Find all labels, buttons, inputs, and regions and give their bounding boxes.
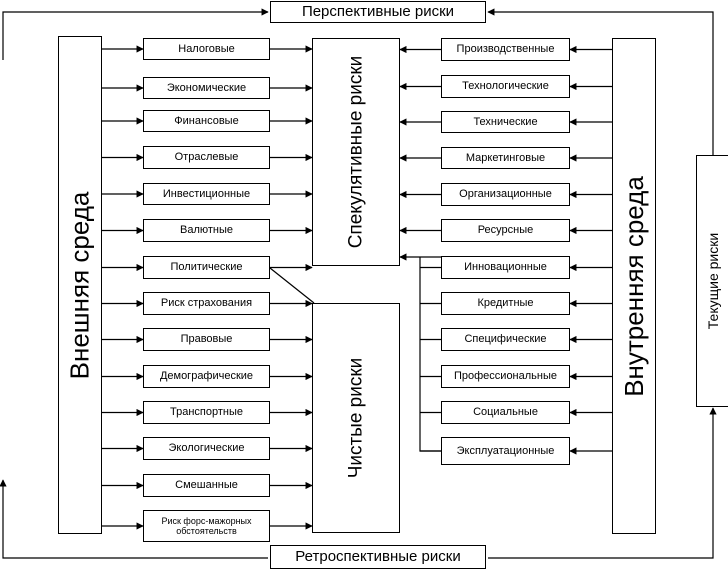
outer-loop-bottom-right [488,407,717,559]
internal-risk-item: Специфические [441,328,570,351]
internal-risk-item: Организационные [441,183,570,206]
speculative-risks-label: Спекулятивные риски [345,55,367,249]
external-risk-item: Инвестиционные [143,183,270,205]
external-arrows [102,45,313,530]
internal-risk-item: Производственные [441,38,570,61]
speculative-risks-box: Спекулятивные риски [312,38,400,266]
pure-risks-box: Чистые риски [312,303,400,533]
external-risk-item: Политические [143,256,270,279]
outer-loop-top-right [487,8,714,155]
current-risks-box: Текущие риски [696,155,728,407]
external-environment-label: Внешняя среда [64,191,95,379]
external-risk-item: Риск форс-мажорных обстоятельств [143,510,270,542]
external-risk-item: Правовые [143,328,270,351]
internal-environment-label: Внутренняя среда [618,175,649,397]
internal-risk-item: Кредитные [441,292,570,315]
current-risks-label: Текущие риски [705,232,721,330]
pure-risks-label: Чистые риски [345,357,366,479]
external-risk-item: Демографические [143,365,270,388]
internal-risk-item: Профессиональные [441,365,570,388]
internal-environment-box: Внутренняя среда [612,38,656,534]
external-risk-item: Налоговые [143,38,270,60]
political-to-pure-line [269,267,315,304]
external-risk-item: Финансовые [143,110,270,132]
internal-risk-item: Технологические [441,75,570,98]
outer-loop-bottom-left [0,479,268,559]
internal-risk-item: Инновационные [441,256,570,279]
internal-risk-item: Технические [441,111,570,133]
outer-loop-top-left [2,8,269,60]
internal-lower-bracket [419,257,441,452]
internal-risk-item: Ресурсные [441,219,570,242]
retrospective-risks-box: Ретроспективные риски [270,545,486,569]
internal-risk-item: Эксплуатационные [441,437,570,465]
external-risk-item: Экологические [143,437,270,460]
internal-risk-item: Маркетинговые [441,147,570,169]
external-risk-item: Смешанные [143,474,270,497]
external-risk-item: Валютные [143,219,270,242]
external-risk-item: Транспортные [143,401,270,424]
external-risk-item: Риск страхования [143,292,270,315]
external-environment-box: Внешняя среда [58,36,102,534]
internal-risk-item: Социальные [441,401,570,424]
external-risk-item: Экономические [143,77,270,99]
internal-arrows [399,45,612,455]
prospective-risks-box: Перспективные риски [270,1,486,23]
external-risk-item: Отраслевые [143,146,270,169]
